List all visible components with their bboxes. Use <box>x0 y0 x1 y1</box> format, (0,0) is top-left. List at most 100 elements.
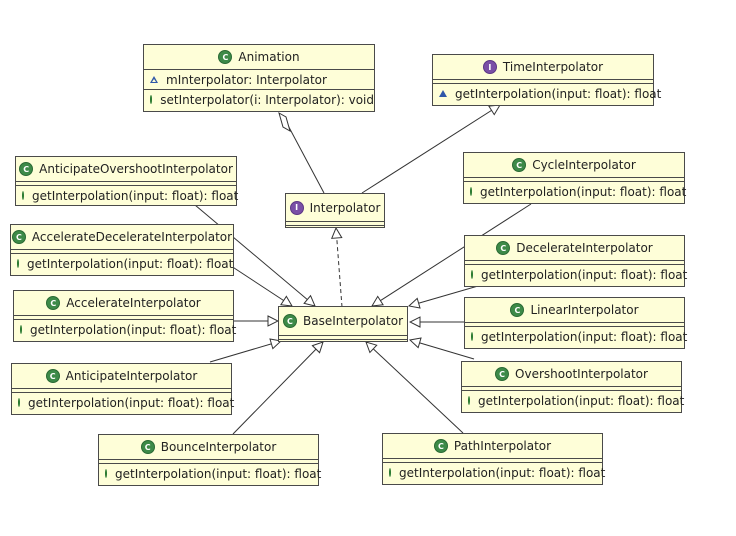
class-header: C OvershootInterpolator <box>462 362 681 387</box>
method-row[interactable]: getInterpolation(input: float): float <box>462 391 685 410</box>
class-icon: C <box>512 158 527 172</box>
public-method-icon <box>471 270 473 279</box>
public-method-icon <box>470 187 472 196</box>
class-icon: C <box>11 230 26 244</box>
generalization-anticipate <box>209 341 281 363</box>
interface-name: TimeInterpolator <box>502 60 604 74</box>
class-anticipate-overshoot-interpolator[interactable]: C AnticipateOvershootInterpolator getInt… <box>15 156 239 206</box>
public-method-icon <box>105 469 107 478</box>
class-header: C AnticipateInterpolator <box>12 364 231 389</box>
class-name: AnticipateInterpolator <box>65 369 198 383</box>
class-icon: C <box>46 296 61 310</box>
class-icon: C <box>496 241 511 255</box>
class-name: BaseInterpolator <box>302 314 403 328</box>
class-header: C CycleInterpolator <box>464 153 684 178</box>
method-signature: getInterpolation(input: float): float <box>481 267 688 282</box>
method-row[interactable]: getInterpolation(input: float): float <box>99 464 322 483</box>
method-row[interactable]: setInterpolator(i: Interpolator): void <box>144 90 374 109</box>
generalization-path <box>366 342 464 434</box>
method-signature: getInterpolation(input: float): float <box>115 466 322 481</box>
section-separator <box>279 336 407 340</box>
class-icon: C <box>140 440 155 454</box>
class-header: C AccelerateDecelerateInterpolator <box>11 225 233 250</box>
class-bounce-interpolator[interactable]: C BounceInterpolator getInterpolation(in… <box>98 434 322 486</box>
section-separator <box>433 80 653 84</box>
class-icon: C <box>45 369 60 383</box>
generalization-accelerate-decelerate <box>224 261 292 306</box>
class-anticipate-interpolator[interactable]: C AnticipateInterpolator getInterpolatio… <box>11 363 235 415</box>
method-row[interactable]: getInterpolation(input: float): float <box>383 463 605 482</box>
class-header: C AccelerateInterpolator <box>14 291 233 316</box>
class-name: CycleInterpolator <box>532 158 636 172</box>
section-separator <box>465 261 684 265</box>
section-separator <box>14 316 233 320</box>
method-signature: setInterpolator(i: Interpolator): void <box>160 92 374 107</box>
generalization-overshoot <box>410 340 475 360</box>
interface-header: I TimeInterpolator <box>433 55 653 80</box>
section-separator <box>464 178 684 182</box>
interface-interpolator[interactable]: I Interpolator <box>285 193 385 228</box>
interface-icon: I <box>289 200 304 215</box>
class-name: LinearInterpolator <box>530 303 639 317</box>
class-path-interpolator[interactable]: C PathInterpolator getInterpolation(inpu… <box>382 433 605 485</box>
public-method-icon <box>150 95 153 104</box>
class-header: C DecelerateInterpolator <box>465 236 684 261</box>
class-accelerate-interpolator[interactable]: C AccelerateInterpolator getInterpolatio… <box>13 290 236 342</box>
method-row[interactable]: getInterpolation(input: float): float <box>11 254 233 273</box>
class-decelerate-interpolator[interactable]: C DecelerateInterpolator getInterpolatio… <box>464 235 688 287</box>
class-name: PathInterpolator <box>453 439 552 453</box>
method-signature: getInterpolation(input: float): float <box>480 184 687 199</box>
class-header: C BounceInterpolator <box>99 435 318 460</box>
section-separator <box>465 323 684 327</box>
protected-field-icon <box>150 76 158 83</box>
class-accelerate-decelerate-interpolator[interactable]: C AccelerateDecelerateInterpolator getIn… <box>10 224 234 276</box>
class-base-interpolator[interactable]: C BaseInterpolator <box>278 306 408 342</box>
generalization-cycle <box>372 203 532 306</box>
class-name: AccelerateDecelerateInterpolator <box>31 230 233 244</box>
class-name: DecelerateInterpolator <box>516 241 653 255</box>
method-signature: getInterpolation(input: float): float <box>28 395 235 410</box>
class-name: AccelerateInterpolator <box>66 296 201 310</box>
method-row[interactable]: getInterpolation(input: float): float <box>464 182 687 201</box>
field-row[interactable]: mInterpolator: Interpolator <box>144 70 374 90</box>
section-separator <box>16 182 236 186</box>
section-separator <box>286 222 384 226</box>
interface-name: Interpolator <box>309 200 381 215</box>
public-method-icon <box>18 398 20 407</box>
section-separator <box>11 250 233 254</box>
generalization-decelerate <box>409 285 479 306</box>
method-signature: getInterpolation(input: float): float <box>481 329 688 344</box>
class-icon: C <box>510 303 525 317</box>
class-cycle-interpolator[interactable]: C CycleInterpolator getInterpolation(inp… <box>463 152 687 204</box>
method-signature: getInterpolation(input: float): float <box>478 393 685 408</box>
class-header: C LinearInterpolator <box>465 298 684 323</box>
method-signature: getInterpolation(input: float): float <box>32 188 239 203</box>
class-icon: C <box>282 314 297 328</box>
class-icon: C <box>19 162 34 176</box>
interface-icon: I <box>482 60 497 74</box>
method-row[interactable]: getInterpolation(input: float): float <box>433 84 661 103</box>
class-icon: C <box>218 50 233 64</box>
public-method-icon <box>389 468 391 477</box>
class-overshoot-interpolator[interactable]: C OvershootInterpolator getInterpolation… <box>461 361 685 413</box>
method-row[interactable]: getInterpolation(input: float): float <box>16 186 239 205</box>
class-name: AnticipateOvershootInterpolator <box>39 162 233 176</box>
generalization-anticipate-overshoot <box>194 204 315 306</box>
class-icon: C <box>433 439 448 453</box>
section-separator <box>462 387 681 391</box>
method-row[interactable]: getInterpolation(input: float): float <box>12 393 235 412</box>
section-separator <box>99 460 318 464</box>
method-row[interactable]: getInterpolation(input: float): float <box>465 265 688 284</box>
class-animation[interactable]: C Animation mInterpolator: Interpolator … <box>143 44 375 112</box>
class-linear-interpolator[interactable]: C LinearInterpolator getInterpolation(in… <box>464 297 688 349</box>
method-row[interactable]: getInterpolation(input: float): float <box>465 327 688 346</box>
public-method-icon <box>20 325 22 334</box>
aggregation-diamond <box>278 111 291 133</box>
method-row[interactable]: getInterpolation(input: float): float <box>14 320 236 339</box>
abstract-method-icon <box>439 90 447 97</box>
class-name: Animation <box>238 50 300 64</box>
method-signature: getInterpolation(input: float): float <box>455 86 662 101</box>
interface-time-interpolator[interactable]: I TimeInterpolator getInterpolation(inpu… <box>432 54 661 106</box>
class-icon: C <box>495 367 510 381</box>
